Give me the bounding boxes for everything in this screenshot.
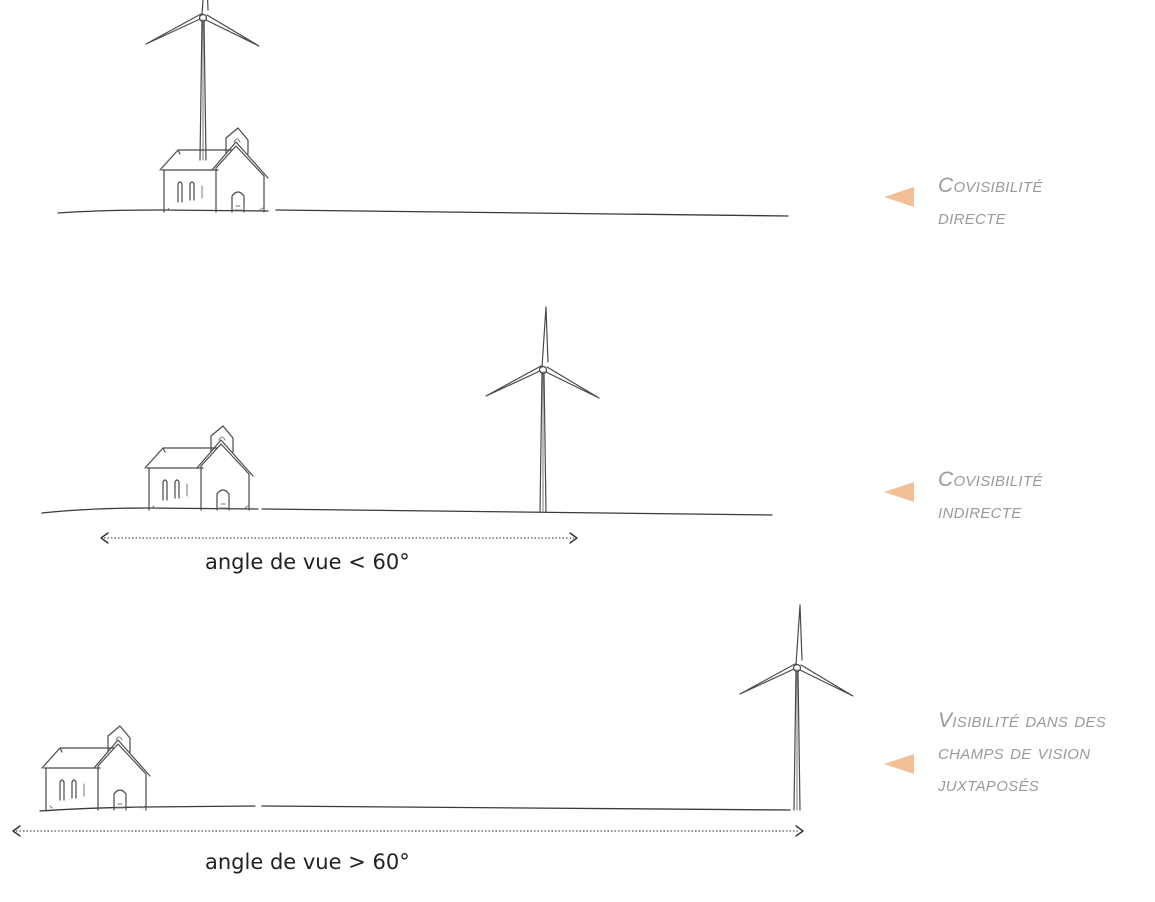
triangle-marker-icon	[884, 187, 914, 207]
double-arrow-icon	[12, 825, 804, 837]
row-2-sketch	[41, 306, 773, 544]
wind-turbine-icon	[485, 306, 600, 513]
label-line: directe	[938, 206, 1006, 229]
double-arrow-icon	[100, 532, 578, 544]
angle-text-greater-60: angle de vue > 60°	[205, 850, 410, 874]
label-visibilite-juxtaposes: Visibilité dans des champs de vision jux…	[938, 705, 1106, 801]
label-covisibilite-directe: Covisibilité directe	[938, 170, 1043, 234]
label-line: Covisibilité	[938, 174, 1043, 197]
row-3-sketch	[12, 604, 854, 837]
row-1-sketch	[57, 0, 789, 217]
wind-turbine-icon	[739, 604, 854, 811]
angle-text-less-60: angle de vue < 60°	[205, 550, 410, 574]
label-covisibilite-indirecte: Covisibilité indirecte	[938, 464, 1043, 528]
triangle-marker-icon	[884, 754, 914, 774]
label-line: Covisibilité	[938, 468, 1043, 491]
label-line: juxtaposés	[938, 773, 1040, 796]
wind-turbine-icon	[145, 0, 260, 161]
label-line: Visibilité dans des	[938, 709, 1107, 732]
label-line: champs de vision	[938, 741, 1091, 764]
house-icon	[144, 425, 254, 511]
triangle-marker-icon	[884, 482, 914, 502]
label-line: indirecte	[938, 500, 1022, 523]
house-icon	[41, 725, 151, 811]
house-icon	[159, 127, 269, 213]
